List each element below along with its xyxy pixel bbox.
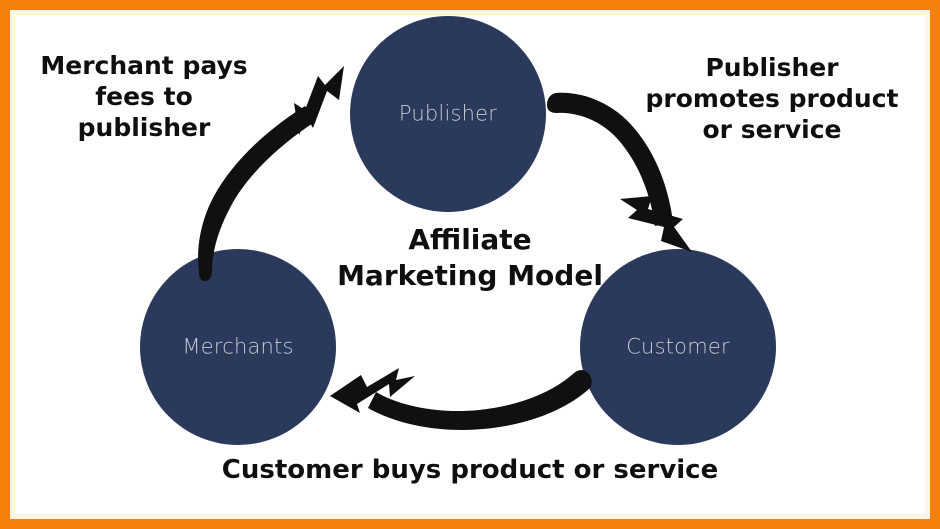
diagram-title-line-1: Affiliate: [408, 223, 532, 256]
caption-right-line-1: Publisher: [705, 53, 839, 82]
node-label-publisher: Publisher: [398, 101, 498, 126]
caption-bottom-line-1: Customer buys product or service: [221, 455, 719, 485]
diagram-title-line-2: Marketing Model: [337, 258, 603, 292]
node-circle-customer[interactable]: [580, 249, 776, 445]
caption-left-line-1: Merchant pays: [40, 51, 248, 80]
arrow-publisher-to-customer: [547, 92, 692, 252]
caption-right-line-2: promotes product: [645, 84, 899, 113]
node-circle-publisher[interactable]: [350, 16, 546, 212]
caption-left-line-2: fees to: [95, 82, 193, 111]
node-label-merchants: Merchants: [182, 334, 294, 359]
caption-merchant-pays-fees: Merchant pays fees to publisher: [20, 50, 268, 143]
diagram-title: Affiliate Marketing Model: [288, 222, 652, 294]
caption-customer-buys: Customer buys product or service: [160, 454, 780, 486]
arrow-customer-to-merchants: [330, 368, 592, 430]
node-circle-merchants[interactable]: [140, 249, 336, 445]
caption-right-line-3: or service: [702, 115, 842, 144]
node-label-customer: Customer: [626, 334, 730, 359]
caption-publisher-promotes: Publisher promotes product or service: [636, 52, 908, 145]
arrow-merchants-to-publisher: [198, 66, 344, 281]
caption-left-line-3: publisher: [77, 113, 211, 142]
